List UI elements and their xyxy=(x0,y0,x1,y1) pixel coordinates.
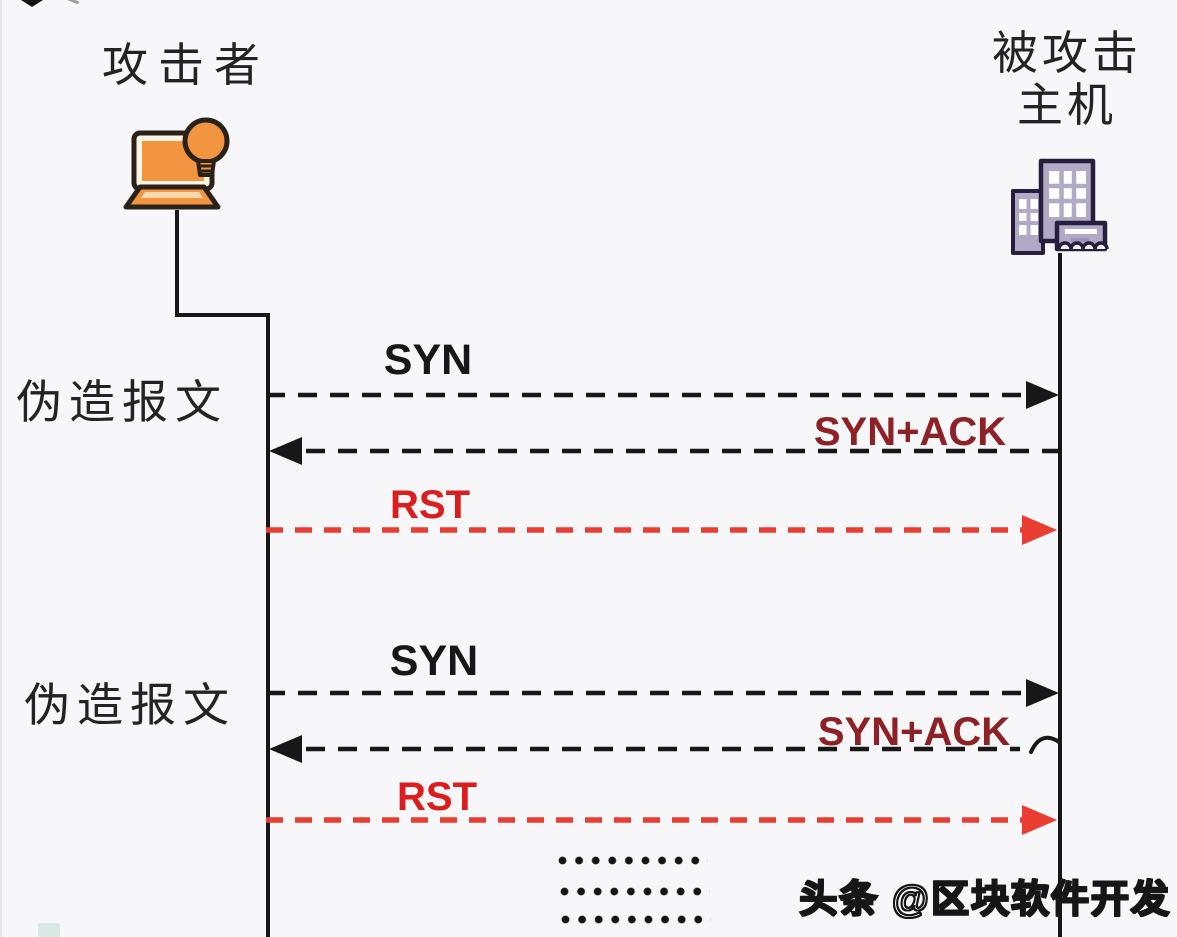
syn-label-2: SYN xyxy=(389,637,479,685)
victim-lifeline xyxy=(1058,253,1062,937)
victim-label-line1: 被攻击 xyxy=(992,28,1142,79)
watermark-text: 头条 @区块软件开发 xyxy=(798,878,1171,922)
rst-label-2: RST xyxy=(397,775,477,819)
synack-arrow-1 xyxy=(264,433,1062,469)
syn-arrow-1 xyxy=(264,377,1062,413)
rst-label-1: RST xyxy=(390,483,470,527)
attacker-laptop-icon xyxy=(120,103,232,215)
rst-arrow-2 xyxy=(264,802,1062,838)
ellipsis-dots-row xyxy=(560,887,710,896)
synack-label-2: SYN+ACK xyxy=(817,710,1011,754)
corner-chip-artifact xyxy=(38,923,60,937)
forged-packet-label-2: 伪造报文 xyxy=(24,680,236,731)
cropped-mark-artifact xyxy=(65,0,80,5)
synack-curl-mark xyxy=(1028,728,1064,754)
cropped-arrowhead-artifact xyxy=(21,0,43,7)
syn-label-1: SYN xyxy=(383,336,473,384)
victim-host-icon xyxy=(1005,153,1109,257)
rst-arrow-1 xyxy=(264,512,1062,548)
synack-label-1: SYN+ACK xyxy=(813,410,1007,454)
syn-arrow-2 xyxy=(264,675,1062,711)
ellipsis-dots-row xyxy=(561,915,711,924)
attacker-label: 攻击者 xyxy=(102,40,270,91)
attacker-lifeline-top xyxy=(175,210,179,315)
victim-label-line2: 主机 xyxy=(1017,79,1117,131)
attacker-lifeline-elbow xyxy=(175,313,270,317)
synack-arrow-2 xyxy=(264,731,1062,767)
attacker-lifeline xyxy=(266,313,270,937)
forged-packet-label-1: 伪造报文 xyxy=(16,377,228,428)
ellipsis-dots-row xyxy=(558,856,708,865)
